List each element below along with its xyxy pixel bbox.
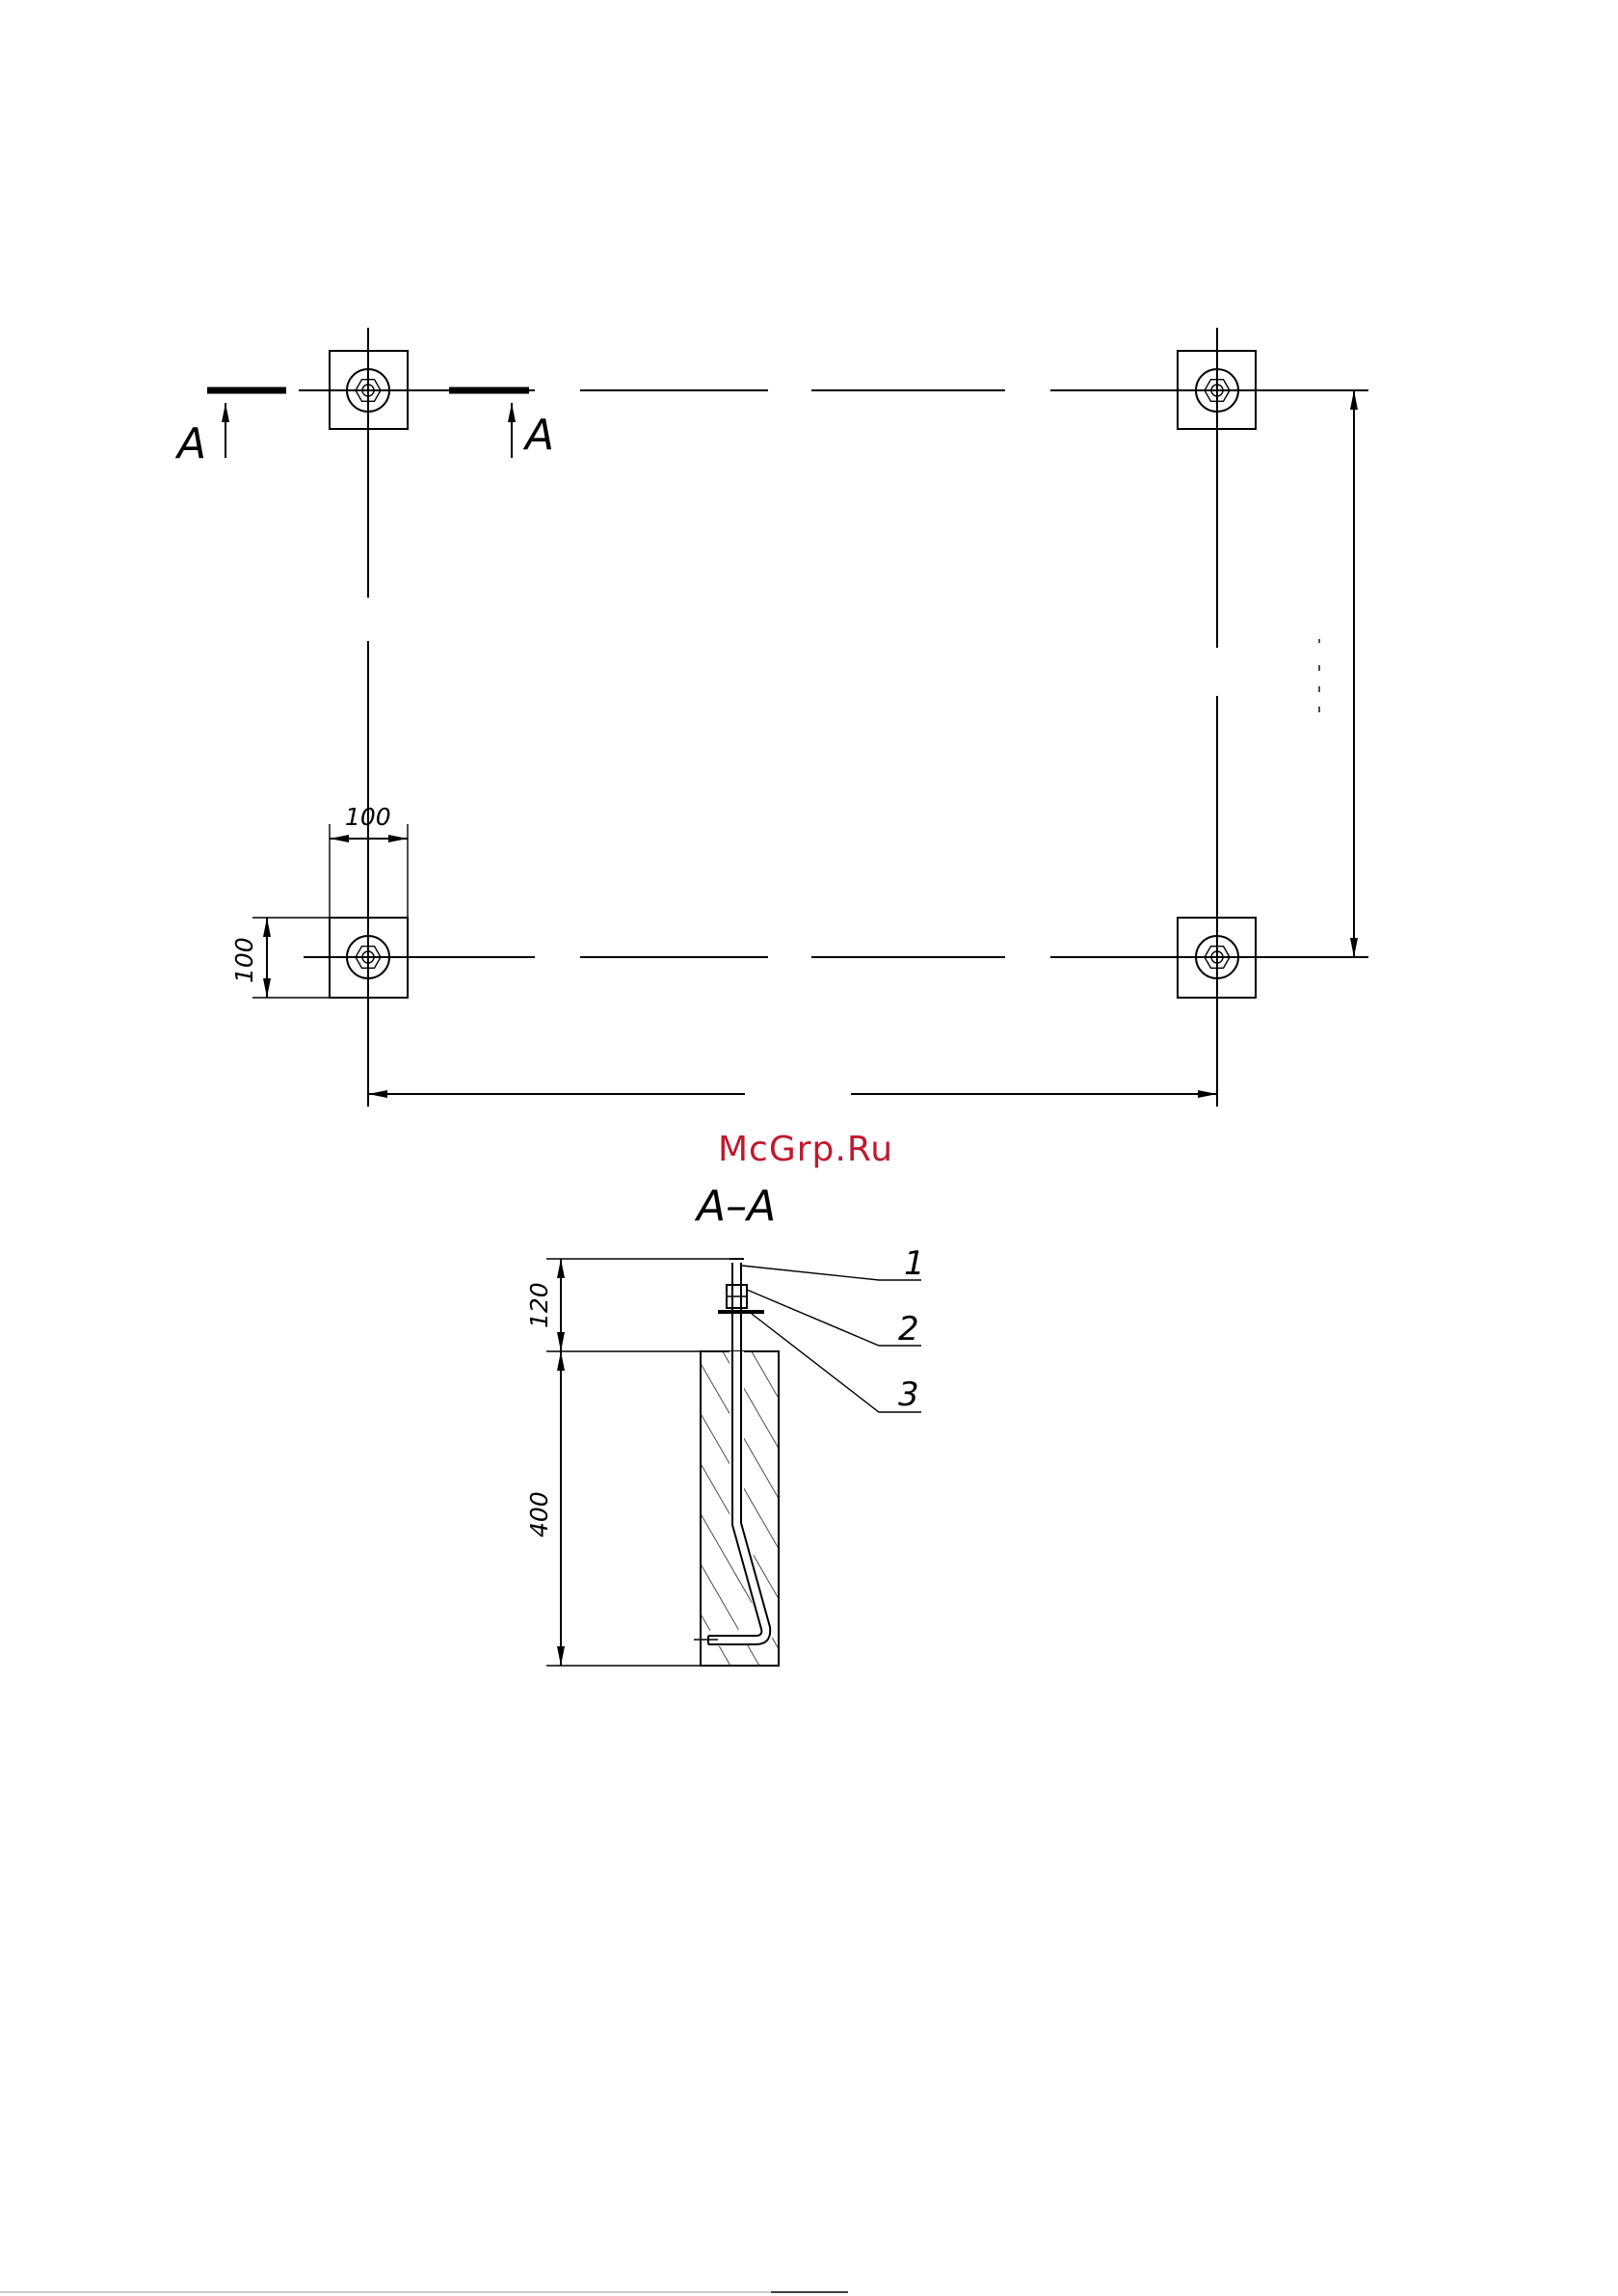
section-mark-left-label: A [174,419,206,468]
section-cut-marker-right: A [449,390,554,460]
plan-view: A A 100 100 [174,328,1368,1107]
dim-pad-width-value: 100 [345,803,391,831]
dimension-overall-width [1256,390,1368,957]
watermark: McGrp.Ru [718,1130,893,1169]
section-mark-right-label: A [522,411,554,460]
position-3-label: 3 [898,1375,919,1414]
dim-top-value: 120 [525,1282,553,1328]
position-1-label: 1 [904,1244,925,1283]
dimension-bolt-projection: 120 [525,1259,729,1351]
position-2-label: 2 [898,1310,919,1348]
section-view: A–A 1 2 3 [525,1182,925,1666]
dim-pad-height-value: 100 [230,937,258,983]
dimension-foundation-depth: 400 [525,1351,701,1666]
section-title: A–A [694,1182,776,1231]
dim-depth-value: 400 [525,1491,553,1537]
section-cut-marker-left: A [174,390,286,468]
axis-lines [299,328,1368,1107]
